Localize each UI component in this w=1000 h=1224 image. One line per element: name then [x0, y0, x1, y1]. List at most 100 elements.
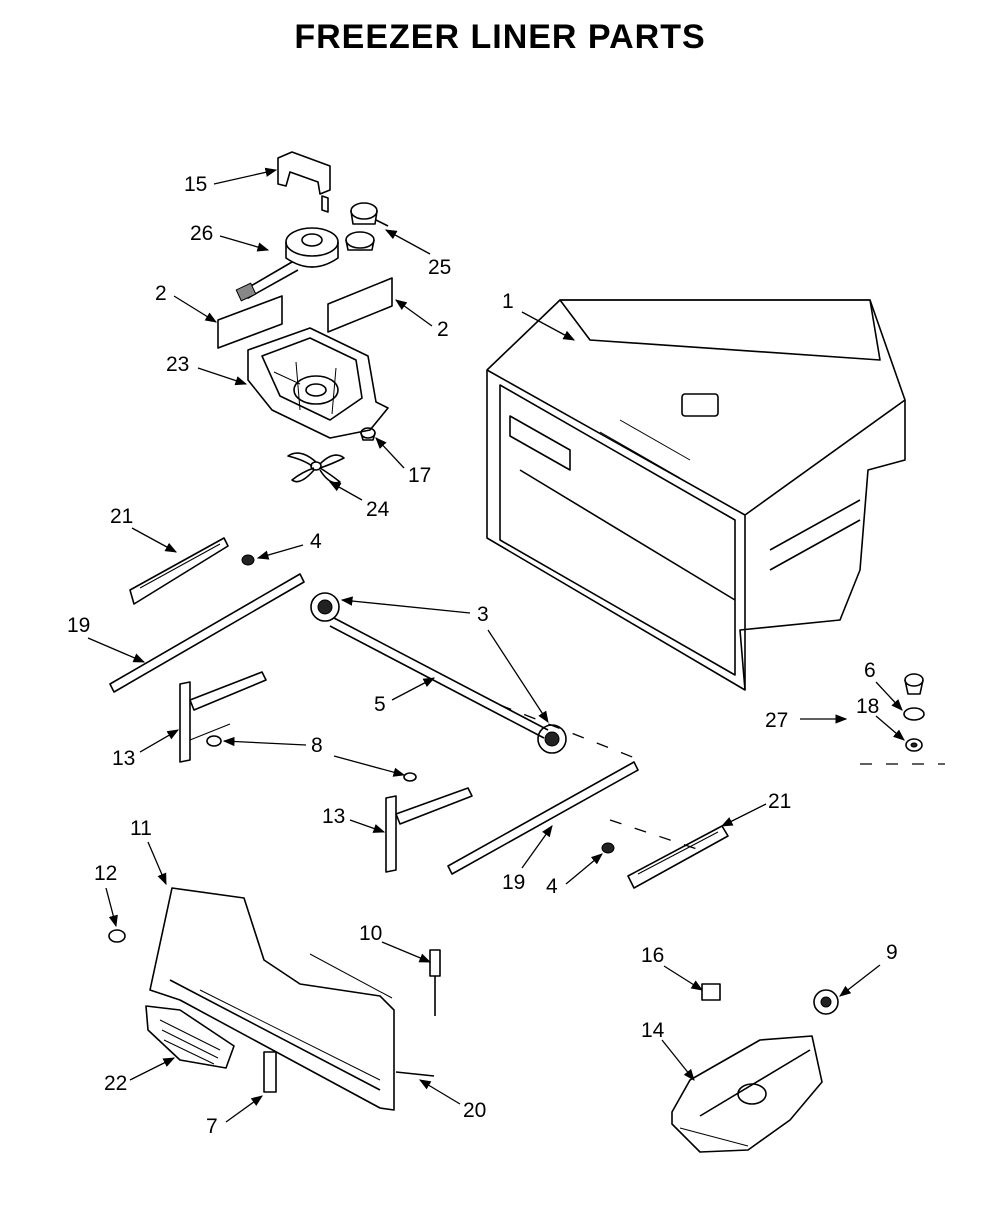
part-25-damper-knob: [345, 202, 389, 251]
leader-11: [147, 841, 167, 886]
callout-9: 9: [886, 941, 898, 964]
part-19-track-left: [109, 573, 305, 693]
assembly-guide-lines: [499, 704, 945, 851]
leader-18: [875, 715, 905, 741]
leader-9: [839, 964, 881, 997]
leader-19-right: [521, 825, 553, 869]
callout-19-left: 19: [67, 614, 90, 637]
callout-3: 3: [477, 603, 489, 626]
callout-13-left: 13: [112, 747, 135, 770]
callout-11: 11: [130, 817, 152, 840]
leader-4-left: [256, 544, 304, 560]
part-1-freezer-liner: [486, 299, 906, 691]
part-16-clip: [701, 983, 721, 1001]
callout-10: 10: [359, 922, 382, 945]
callout-2-left: 2: [155, 282, 167, 305]
leader-1: [521, 311, 576, 341]
part-2-foam-strip-right: [327, 277, 393, 333]
callout-14: 14: [641, 1019, 665, 1042]
part-7-clip: [263, 1051, 277, 1093]
callout-7: 7: [206, 1115, 218, 1138]
leader-20: [418, 1079, 461, 1105]
part-6-leveling-foot: [903, 673, 925, 721]
callout-26: 26: [190, 222, 213, 245]
leader-lines: [87, 167, 905, 1123]
leader-14: [661, 1039, 695, 1081]
callout-18: 18: [856, 695, 879, 718]
leader-2-left: [173, 295, 217, 323]
leader-19-left: [87, 637, 146, 663]
leader-13-right: [349, 819, 386, 833]
part-4-screw-right: [601, 842, 615, 854]
leader-15: [213, 167, 278, 185]
part-21-slide-rail-right: [627, 825, 729, 889]
leader-5: [391, 677, 436, 701]
part-11-front-cover: [149, 887, 395, 1111]
callout-21-right: 21: [768, 790, 791, 813]
leader-4-right: [565, 853, 603, 885]
page-title: FREEZER LINER PARTS: [294, 18, 706, 56]
leader-12: [105, 887, 118, 928]
leader-3-top: [340, 596, 471, 614]
leader-7: [225, 1095, 263, 1123]
leader-17: [375, 437, 405, 469]
part-2-foam-strip-left: [217, 295, 283, 349]
callout-23: 23: [166, 353, 189, 376]
part-5-shaft: [329, 617, 549, 739]
callout-5: 5: [374, 693, 386, 716]
callout-21-left: 21: [110, 505, 133, 528]
part-20-rod: [395, 1071, 435, 1077]
leader-16: [663, 965, 703, 991]
callout-8: 8: [311, 734, 323, 757]
callout-4-right: 4: [546, 875, 558, 898]
leader-21-right: [720, 803, 767, 827]
part-26-fan-motor: [235, 227, 339, 302]
part-8-pin-right: [403, 772, 417, 782]
callout-16: 16: [641, 944, 664, 967]
part-3-gear-bottom: [537, 724, 567, 754]
part-9-gear: [813, 989, 839, 1015]
part-23-fan-housing: [247, 327, 389, 439]
leader-6: [875, 681, 903, 711]
callout-6: 6: [864, 659, 876, 682]
callout-27: 27: [765, 709, 788, 732]
callout-13-right: 13: [322, 805, 345, 828]
callout-2-right: 2: [437, 318, 449, 341]
part-14-drawer-bracket: [671, 1035, 823, 1153]
part-13-bracket-right: [385, 787, 473, 873]
callout-12: 12: [94, 862, 117, 885]
part-21-slide-rail-left: [129, 537, 229, 605]
part-13-bracket-left: [179, 671, 267, 763]
leader-10: [381, 941, 432, 963]
leader-22: [129, 1057, 176, 1081]
part-17-screw: [360, 427, 376, 441]
callout-labels: 1 2 2 3 4 4 5 6 7 8 9 10 11 12 13 13 14 …: [67, 173, 898, 1138]
leader-8-left: [222, 736, 307, 747]
leader-21-left: [131, 527, 178, 553]
leader-24: [328, 481, 363, 501]
leader-2-right: [395, 299, 433, 327]
leader-13-left: [139, 729, 180, 753]
callout-4-left: 4: [310, 530, 322, 553]
part-8-pin-left: [206, 735, 222, 747]
leader-8-right: [333, 755, 406, 777]
part-3-gear-top: [310, 592, 340, 622]
callout-22: 22: [104, 1072, 127, 1095]
part-12-screw: [108, 929, 126, 943]
leader-3-bottom: [487, 629, 549, 723]
part-22-grille: [145, 1005, 235, 1069]
leader-23: [197, 367, 248, 386]
part-18-washer: [905, 738, 923, 752]
leader-26: [219, 235, 270, 252]
callout-25: 25: [428, 256, 451, 279]
part-4-screw-left: [241, 554, 255, 566]
part-19-track-right: [447, 761, 639, 875]
leader-25: [384, 229, 431, 255]
callout-20: 20: [463, 1099, 486, 1122]
callout-24: 24: [366, 498, 390, 521]
part-24-fan-blade: [287, 452, 345, 484]
callout-19-right: 19: [502, 871, 525, 894]
part-15-bracket: [277, 151, 331, 213]
callout-1: 1: [502, 290, 514, 313]
